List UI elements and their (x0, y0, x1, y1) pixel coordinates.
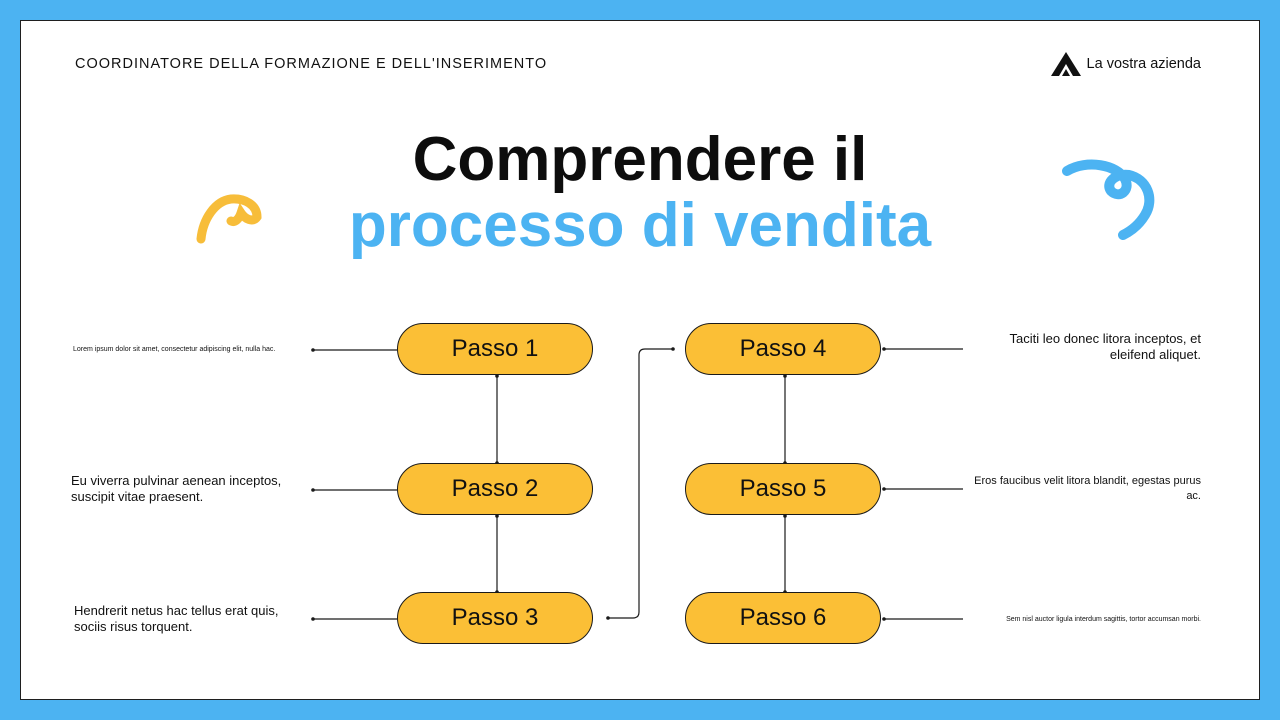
company-logo: La vostra azienda (1050, 51, 1201, 77)
step-6-box: Passo 6 (685, 592, 881, 644)
step-3-description: Hendrerit netus hac tellus erat quis, so… (74, 603, 279, 634)
step-3-box: Passo 3 (397, 592, 593, 644)
step-5-description: Eros faucibus velit litora blandit, eges… (974, 475, 1201, 502)
blue-squiggle-decoration (1062, 159, 1155, 240)
step-4-description: Taciti leo donec litora inceptos, et ele… (1009, 331, 1202, 362)
slide: COORDINATORE DELLA FORMAZIONE E DELL'INS… (20, 20, 1260, 700)
flow-connectors (311, 347, 963, 621)
title-line-1: Comprendere il (412, 125, 868, 194)
step-2-box: Passo 2 (397, 463, 593, 515)
title-line-2: processo di vendita (348, 191, 932, 260)
company-name: La vostra azienda (1086, 56, 1201, 72)
header-role: COORDINATORE DELLA FORMAZIONE E DELL'INS… (75, 56, 548, 72)
yellow-squiggle-decoration (196, 194, 262, 244)
step-1-description: Lorem ipsum dolor sit amet, consectetur … (73, 346, 276, 353)
triangle-logo-icon (1050, 52, 1081, 76)
step-5-box: Passo 5 (685, 463, 881, 515)
step-1-box: Passo 1 (397, 323, 593, 375)
step-4-box: Passo 4 (685, 323, 881, 375)
step-2-description: Eu viverra pulvinar aenean inceptos, sus… (71, 473, 282, 504)
step-6-description: Sem nisl auctor ligula interdum sagittis… (1006, 616, 1201, 623)
